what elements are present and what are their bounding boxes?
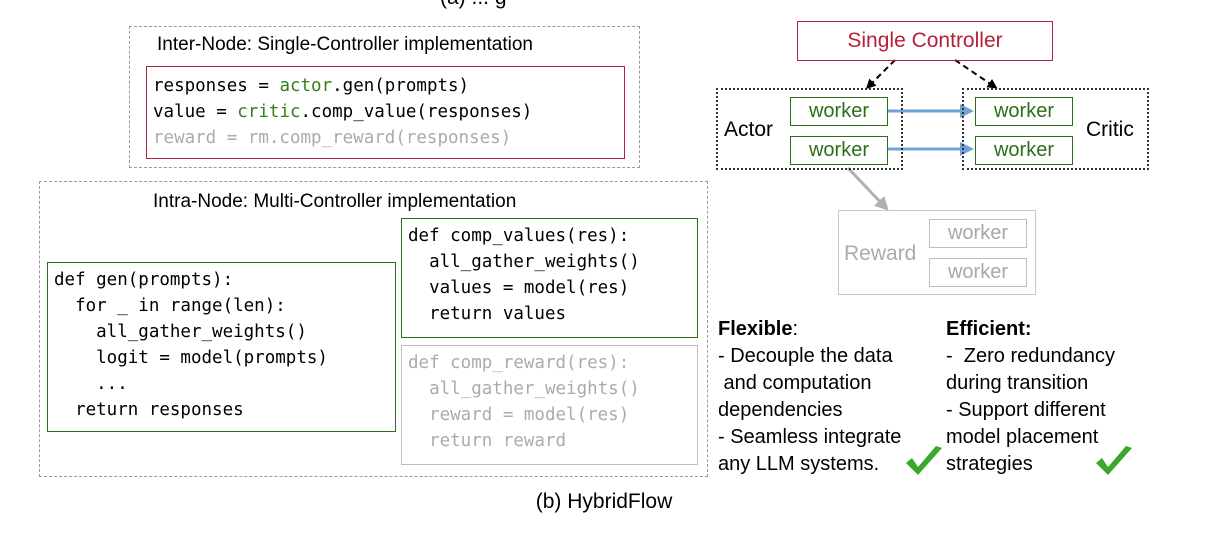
inter-node-title: Inter-Node: Single-Controller implementa… (157, 34, 533, 55)
critic-label: Critic (1086, 118, 1134, 141)
values-code-line: def comp_values(res): (408, 226, 630, 246)
check-icon (906, 446, 942, 475)
gen-code-line: ... (54, 374, 128, 394)
comp-values-code-box: def comp_values(res): all_gather_weights… (401, 218, 698, 338)
code-line-critic: value = critic.comp_value(responses) (153, 102, 533, 122)
flexible-heading: Flexible: (718, 318, 799, 340)
critic-keyword: critic (237, 102, 301, 122)
actor-keyword: actor (279, 76, 333, 96)
efficient-line: strategies (946, 453, 1033, 475)
single-controller-box: Single Controller (797, 21, 1053, 61)
code-line-actor: responses = actor.gen(prompts) (153, 76, 470, 96)
reward-label: Reward (844, 242, 917, 265)
efficient-column: Efficient: - Zero redundancy during tran… (946, 316, 1115, 478)
values-code-line: values = model(res) (408, 278, 630, 298)
critic-worker: worker (975, 97, 1073, 126)
actor-label: Actor (724, 118, 774, 141)
intra-node-box (39, 181, 708, 477)
gen-code-line: logit = model(prompts) (54, 348, 328, 368)
intra-node-title: Intra-Node: Multi-Controller implementat… (153, 191, 517, 212)
reward-worker: worker (929, 258, 1027, 287)
actor-to-reward-grey-arrow (846, 166, 889, 211)
gen-code-box: def gen(prompts): for _ in range(len): a… (47, 262, 396, 432)
flexible-line: any LLM systems. (718, 453, 880, 475)
efficient-line: model placement (946, 426, 1099, 448)
inter-node-code-box: responses = actor.gen(prompts) value = c… (146, 66, 625, 159)
flexible-line: dependencies (718, 399, 843, 421)
critic-group (962, 88, 1149, 170)
controller-to-critic-arrow (954, 59, 998, 89)
flexible-line: - Decouple the data (718, 345, 893, 367)
top-partial-caption: (a) ... g (440, 0, 507, 10)
efficient-heading: Efficient: (946, 318, 1032, 340)
reward-code-line: reward = model(res) (408, 405, 630, 425)
reward-code-line: return reward (408, 431, 567, 451)
gen-code-line: return responses (54, 400, 244, 420)
reward-code-line: def comp_reward(res): (408, 353, 630, 373)
actor-group (716, 88, 903, 170)
gen-code-line: for _ in range(len): (54, 296, 286, 316)
values-code-line: return values (408, 304, 567, 324)
check-icon (1096, 446, 1132, 475)
efficient-line: during transition (946, 372, 1089, 394)
reward-group (838, 210, 1036, 295)
figure-caption: (b) HybridFlow (535, 490, 673, 513)
reward-worker: worker (929, 219, 1027, 248)
code-line-reward: reward = rm.comp_reward(responses) (153, 128, 512, 148)
actor-worker: worker (790, 97, 888, 126)
flexible-column: Flexible: - Decouple the data and comput… (718, 316, 901, 478)
gen-code-line: all_gather_weights() (54, 322, 307, 342)
efficient-line: - Support different (946, 399, 1106, 421)
actor-worker: worker (790, 136, 888, 165)
gen-code-line: def gen(prompts): (54, 270, 234, 290)
efficient-line: - Zero redundancy (946, 345, 1115, 367)
inter-node-box (129, 26, 640, 168)
values-code-line: all_gather_weights() (408, 252, 640, 272)
comp-reward-code-box: def comp_reward(res): all_gather_weights… (401, 345, 698, 465)
controller-to-actor-arrow (865, 59, 896, 90)
critic-worker: worker (975, 136, 1073, 165)
flexible-line: and computation (718, 372, 872, 394)
reward-code-line: all_gather_weights() (408, 379, 640, 399)
flexible-line: - Seamless integrate (718, 426, 902, 448)
